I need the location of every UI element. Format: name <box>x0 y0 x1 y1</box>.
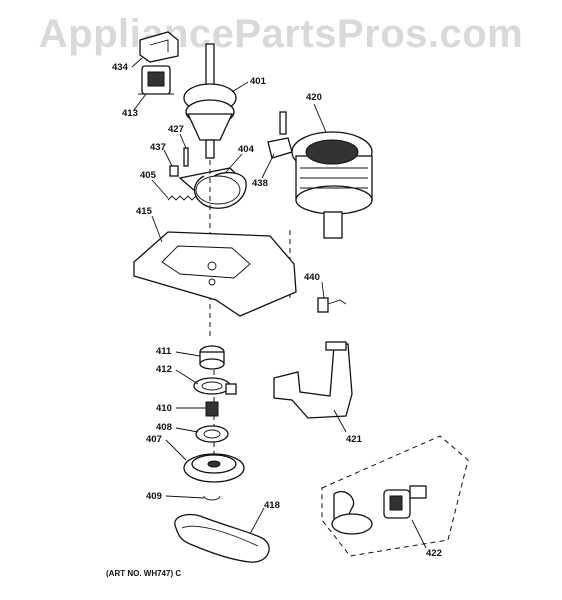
part-434-bracket <box>139 31 179 63</box>
part-408-gear <box>195 425 229 443</box>
part-label-418: 418 <box>264 500 280 511</box>
part-label-421: 421 <box>346 434 363 445</box>
part-412-collar <box>193 377 237 395</box>
part-413-relay <box>138 65 174 95</box>
part-label-410: 410 <box>156 403 172 414</box>
part-label-420: 420 <box>306 92 322 103</box>
part-411-bearing <box>199 345 225 370</box>
part-410-nut <box>205 401 219 417</box>
part-437-clip <box>169 165 179 177</box>
part-label-438: 438 <box>252 178 268 189</box>
part-label-405: 405 <box>140 170 157 181</box>
part-401-transmission <box>183 43 237 159</box>
part-label-437: 437 <box>150 142 166 153</box>
brake-assembly <box>178 167 247 209</box>
part-label-415: 415 <box>136 206 153 217</box>
leader-lines <box>131 57 427 549</box>
part-409-clip <box>203 495 221 501</box>
part-label-434: 434 <box>112 62 129 73</box>
part-label-422: 422 <box>426 548 442 559</box>
part-421-housing <box>273 341 353 419</box>
part-427-pin <box>183 147 189 167</box>
part-438-bracket <box>267 111 293 159</box>
part-label-409: 409 <box>146 491 162 502</box>
part-440-connector <box>317 297 347 313</box>
part-418-belt <box>174 513 270 563</box>
part-label-411: 411 <box>156 346 172 357</box>
part-label-408: 408 <box>156 422 172 433</box>
part-label-427: 427 <box>168 124 184 135</box>
part-405-spring <box>167 195 197 201</box>
part-label-401: 401 <box>250 76 267 87</box>
part-label-407: 407 <box>146 434 162 445</box>
watermark-text: AppliancePartsPros.com <box>38 12 524 56</box>
part-label-404: 404 <box>238 144 255 155</box>
part-407-pulley <box>183 453 245 483</box>
part-label-413: 413 <box>122 108 138 119</box>
part-label-412: 412 <box>156 364 172 375</box>
part-415-mounting-plate <box>133 231 297 317</box>
part-422-pump-assembly <box>321 435 469 557</box>
part-label-440: 440 <box>304 272 320 283</box>
part-420-motor <box>291 131 373 239</box>
art-number: (ART NO. WH747) C <box>106 569 181 578</box>
